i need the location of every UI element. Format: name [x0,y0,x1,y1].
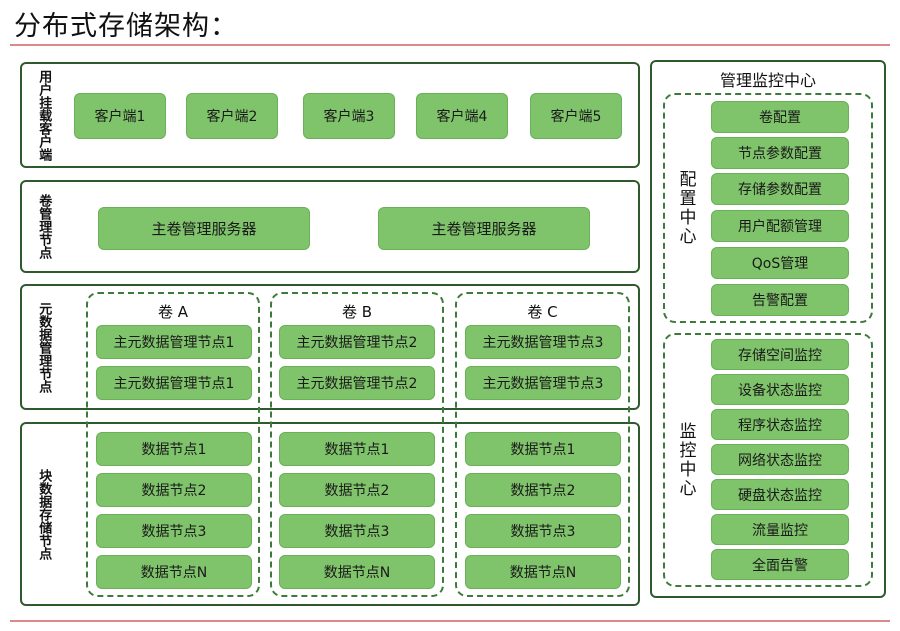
config-qos: QoS管理 [711,247,849,279]
volume-a-data-node-1: 数据节点1 [96,432,252,466]
metadata-layer-label: 元数据管理节点 [36,301,52,393]
client-layer-label: 用户挂载客户端 [36,69,52,161]
block-layer-label: 块数据存储节点 [36,468,52,560]
config-node-params: 节点参数配置 [711,137,849,169]
volume-a-meta-node-1: 主元数据管理节点1 [96,325,252,359]
volume-b-data-node-2: 数据节点2 [279,473,435,507]
volume-c-data-node-1: 数据节点1 [465,432,621,466]
volume-b-data-node-1: 数据节点1 [279,432,435,466]
bottom-rule [10,620,890,622]
volume-b-data-node-n: 数据节点N [279,555,435,589]
volume-b-meta-node-1: 主元数据管理节点2 [279,325,435,359]
client-3: 客户端3 [303,93,395,139]
volume-c-data-node-3: 数据节点3 [465,514,621,548]
config-storage-params: 存储参数配置 [711,173,849,205]
volume-b-data-node-3: 数据节点3 [279,514,435,548]
monitor-network-status: 网络状态监控 [711,444,849,475]
volume-a-data-node-3: 数据节点3 [96,514,252,548]
page-title: 分布式存储架构： [14,11,238,42]
volume-b-meta-node-2: 主元数据管理节点2 [279,366,435,400]
volume-mgmt-label: 卷管理节点 [36,194,52,259]
volume-c-data-node-2: 数据节点2 [465,473,621,507]
monitor-disk-status: 硬盘状态监控 [711,479,849,510]
volume-c-data-node-n: 数据节点N [465,555,621,589]
volume-c-meta-node-2: 主元数据管理节点3 [465,366,621,400]
monitor-traffic: 流量监控 [711,514,849,545]
volume-b-name: 卷 B [341,303,373,321]
volume-mgmt-server-2: 主卷管理服务器 [378,207,590,250]
config-user-quota: 用户配额管理 [711,210,849,242]
monitor-device-status: 设备状态监控 [711,374,849,405]
volume-c-column [455,292,630,597]
volume-c-name: 卷 C [527,303,558,321]
volume-mgmt-server-1: 主卷管理服务器 [98,207,310,250]
volume-a-data-node-2: 数据节点2 [96,473,252,507]
top-rule [10,44,890,46]
volume-a-column [86,292,260,597]
config-alerts: 告警配置 [711,284,849,316]
client-5: 客户端5 [530,93,622,139]
client-2: 客户端2 [186,93,278,139]
monitor-program-status: 程序状态监控 [711,409,849,440]
volume-a-data-node-n: 数据节点N [96,555,252,589]
monitor-storage-space: 存储空间监控 [711,339,849,370]
volume-a-name: 卷 A [157,303,189,321]
volume-c-meta-node-1: 主元数据管理节点3 [465,325,621,359]
client-1: 客户端1 [74,93,166,139]
config-center-group [663,93,873,323]
client-4: 客户端4 [416,93,508,139]
volume-b-column [270,292,444,597]
management-title: 管理监控中心 [719,71,816,90]
monitor-global-alerts: 全面告警 [711,549,849,580]
config-volume: 卷配置 [711,101,849,133]
monitor-center-label: 监控中心 [675,422,696,498]
volume-a-meta-node-2: 主元数据管理节点1 [96,366,252,400]
config-center-label: 配置中心 [675,170,696,246]
monitor-center-group [663,333,873,587]
